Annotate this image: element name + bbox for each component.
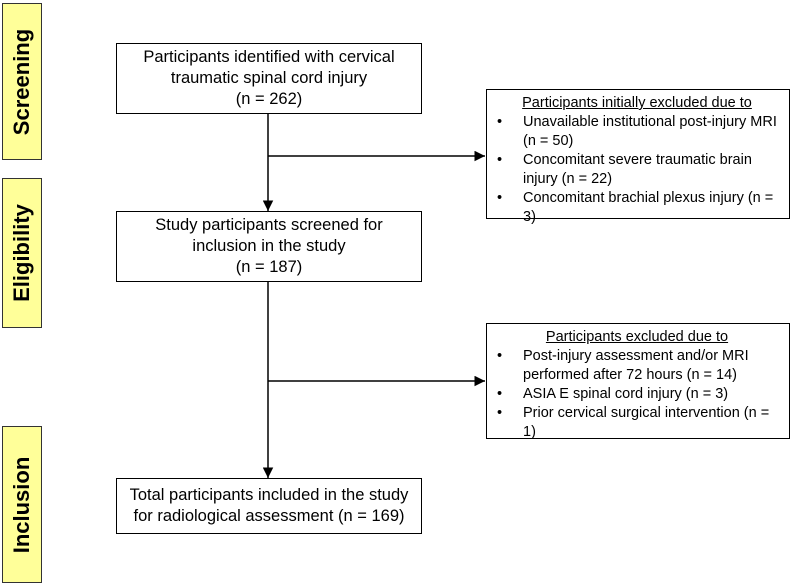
list-item: ASIA E spinal cord injury (n = 3) [495,385,779,404]
initial-exclusion-list: Unavailable institutional post-injury MR… [495,113,779,227]
box-screened-line-1: Study participants screened for [155,216,383,234]
stage-eligibility: Eligibility [2,178,42,328]
list-item-text: (n = 50) [523,133,574,149]
second-exclusion-title: Participants excluded due to [545,329,729,345]
list-item-text: Unavailable institutional post-injury MR… [523,114,777,130]
list-item: Prior cervical surgical intervention (n … [495,404,779,442]
stage-screening: Screening [2,3,42,160]
box-identified-line-1: Participants identified with cervical [143,48,395,66]
box-screened-line-2: inclusion in the study [192,237,346,255]
box-included-line-2: for radiological assessment (n = 169) [133,507,405,525]
box-included-line-1: Total participants included in the study [129,486,409,504]
list-item-text: Concomitant brachial plexus injury (n = [523,190,774,206]
initial-exclusion-title: Participants initially excluded due to [522,95,752,111]
list-item-text: Post-injury assessment and/or MRI [523,348,749,364]
list-item-text: 3) [523,209,536,225]
box-identified-line-2: traumatic spinal cord injury [170,69,368,87]
box-identified-line-3: (n = 262) [235,90,303,108]
box-identified: Participants identified with cervical tr… [116,43,422,114]
list-item-text: injury (n = 22) [523,171,613,187]
second-exclusion-list: Post-injury assessment and/or MRI perfor… [495,347,779,442]
box-screened: Study participants screened for inclusio… [116,211,422,282]
list-item-text: 1) [523,424,536,440]
list-item-text: Prior cervical surgical intervention (n … [523,405,770,421]
list-item: Post-injury assessment and/or MRI perfor… [495,347,779,385]
box-initial-exclusion: Participants initially excluded due to U… [486,89,790,225]
stage-inclusion: Inclusion [2,426,42,583]
list-item-text: ASIA E spinal cord injury (n = 3) [523,386,729,402]
box-included: Total participants included in the study… [116,478,422,534]
list-item: Unavailable institutional post-injury MR… [495,113,779,151]
box-second-exclusion: Participants excluded due to Post-injury… [486,323,790,442]
list-item: Concomitant severe traumatic brain injur… [495,151,779,189]
list-item: Concomitant brachial plexus injury (n = … [495,189,779,227]
list-item-text: Concomitant severe traumatic brain [523,152,752,168]
box-screened-line-3: (n = 187) [235,258,303,276]
list-item-text: performed after 72 hours (n = 14) [523,367,737,383]
